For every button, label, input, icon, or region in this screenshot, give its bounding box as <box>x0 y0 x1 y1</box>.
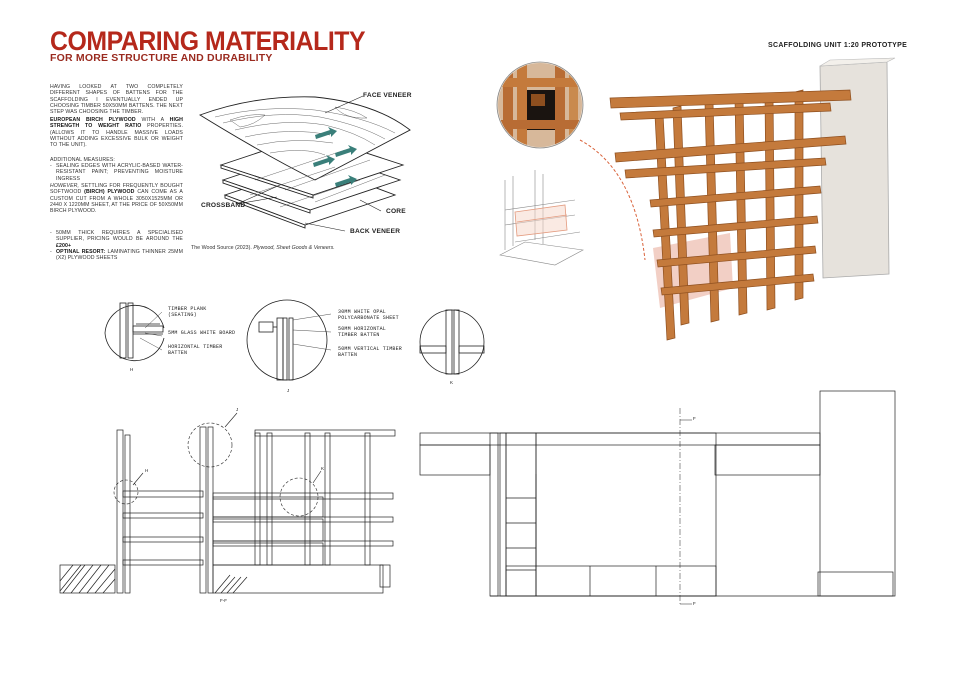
scaffolding-prototype-photo <box>609 57 896 341</box>
detail-h-label: H <box>130 367 134 372</box>
intro-paragraph: HAVING LOOKED AT TWO COMPLETELY DIFFEREN… <box>50 84 183 116</box>
detail-j-label: J <box>287 388 290 393</box>
cut-f-top: F <box>693 416 696 421</box>
section-marker-j: J <box>236 407 239 412</box>
elevation-drawing <box>419 390 896 605</box>
h-note-board: 5MM GLASS WHITE BOARD <box>168 330 236 336</box>
prototype-title: SCAFFOLDING UNIT 1:20 PROTOTYPE <box>768 42 908 49</box>
h-note-plank: TIMBER PLANK(SEATING) <box>168 306 207 318</box>
measures-item: -SEALING EDGES WITH ACRYLIC-BASED WATER-… <box>50 163 183 182</box>
section-ff-label: F-F <box>220 598 227 603</box>
page-title: COMPARING MATERIALITY <box>50 26 366 56</box>
section-ff-drawing <box>59 412 396 594</box>
measures-heading: ADDITIONAL MEASURES: <box>50 157 115 163</box>
crossband-label: CROSSBAND <box>201 202 246 209</box>
core-label: CORE <box>386 208 406 215</box>
plywood-caption: The Wood Source (2023). Plywood, Sheet G… <box>191 245 335 251</box>
back-veneer-label: BACK VENEER <box>350 228 401 235</box>
birch-paragraph: EUROPEAN BIRCH PLYWOOD WITH A HIGH STREN… <box>50 117 183 149</box>
joint-detail-photo <box>496 61 584 149</box>
isometric-sketch <box>499 170 584 266</box>
section-marker-h: H <box>145 468 149 473</box>
bullet-resort: -OPTINAL RESORT: LAMINATING THINNER 25MM… <box>50 249 183 262</box>
detail-k-label: K <box>450 380 454 385</box>
detail-dash-connector <box>579 139 646 261</box>
face-veneer-label: FACE VENEER <box>363 92 412 99</box>
detail-h-drawing <box>104 302 165 362</box>
plywood-layers-diagram <box>198 95 411 232</box>
detail-k-drawing <box>419 309 485 375</box>
section-marker-k: K <box>321 466 325 471</box>
cut-f-bottom: F <box>693 601 696 606</box>
detail-j-drawing <box>246 299 332 381</box>
bullet-supplier: -50MM THICK REQUIRES A SPECIALISED SUPPL… <box>50 230 183 249</box>
page-subtitle: FOR MORE STRUCTURE AND DURABILITY <box>50 52 273 64</box>
softwood-paragraph: HOWEVER, SETTLING FOR FREQUENTLY BOUGHT … <box>50 183 183 215</box>
